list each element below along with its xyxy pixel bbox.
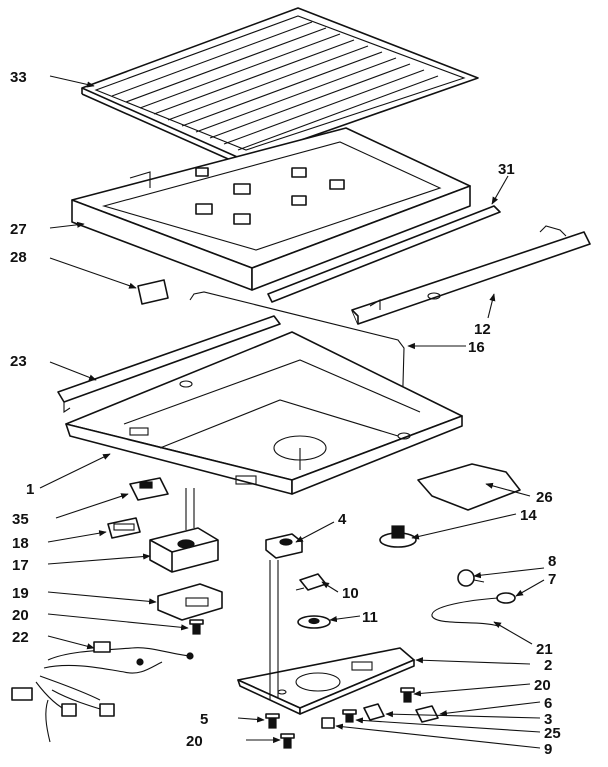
callout-28: 28 bbox=[10, 249, 27, 266]
part-28-block bbox=[137, 279, 169, 305]
callout-19: 19 bbox=[12, 585, 29, 602]
part-17-housing bbox=[149, 488, 219, 573]
callout-33: 33 bbox=[10, 69, 27, 86]
callout-12: 12 bbox=[474, 321, 491, 338]
callout-4: 4 bbox=[338, 511, 347, 528]
part-26-pad bbox=[417, 463, 521, 511]
part-4-bushing bbox=[265, 533, 303, 559]
part-20-screw-a bbox=[189, 619, 204, 635]
part-14-foot bbox=[379, 525, 417, 548]
part-16-tube bbox=[189, 291, 405, 421]
part-18-lens bbox=[107, 517, 141, 539]
part-33-top-grille bbox=[81, 7, 479, 167]
part-27-tray-frame bbox=[71, 127, 471, 291]
callout-26: 26 bbox=[536, 489, 553, 506]
callout-17: 17 bbox=[12, 557, 29, 574]
callout-10: 10 bbox=[342, 585, 359, 602]
callout-3: 3 bbox=[544, 711, 552, 728]
callout-1: 1 bbox=[26, 481, 34, 498]
callout-22: 22 bbox=[12, 629, 29, 646]
callout-35: 35 bbox=[12, 511, 29, 528]
part-2-bottom-cover bbox=[237, 560, 415, 715]
callout-2: 2 bbox=[544, 657, 552, 674]
callout-7: 7 bbox=[548, 571, 556, 588]
callout-18: 18 bbox=[12, 535, 29, 552]
part-5-screw bbox=[265, 713, 280, 729]
part-11-disc bbox=[297, 615, 331, 629]
callout-labels: 33 27 28 23 1 35 18 17 19 20 22 31 12 16… bbox=[10, 69, 561, 758]
callout-31: 31 bbox=[498, 161, 515, 178]
part-31-strip bbox=[267, 205, 501, 303]
callout-20-right: 20 bbox=[534, 677, 551, 694]
part-25-screw bbox=[342, 709, 357, 723]
part-7-socket bbox=[496, 592, 516, 604]
part-1-base-pan bbox=[65, 331, 463, 495]
callout-20-left: 20 bbox=[12, 607, 29, 624]
part-10-switch bbox=[295, 573, 327, 591]
callout-21: 21 bbox=[536, 641, 553, 658]
callout-14: 14 bbox=[520, 507, 537, 524]
part-20-screw-c bbox=[400, 687, 415, 703]
part-20-screw-b bbox=[280, 733, 295, 749]
callout-5: 5 bbox=[200, 711, 208, 728]
callout-20-bottom: 20 bbox=[186, 733, 203, 750]
part-6-clip bbox=[415, 705, 439, 723]
part-22-wire-harness bbox=[11, 641, 194, 743]
callout-23: 23 bbox=[10, 353, 27, 370]
part-9-pad bbox=[321, 717, 335, 729]
callout-11: 11 bbox=[362, 609, 378, 626]
part-8-bulb bbox=[457, 569, 485, 587]
part-23-rail bbox=[57, 315, 281, 414]
part-21-wire bbox=[431, 597, 499, 627]
part-12-bracket bbox=[351, 225, 591, 325]
callout-8: 8 bbox=[548, 553, 556, 570]
part-19-bracket bbox=[157, 583, 223, 621]
callout-9: 9 bbox=[544, 741, 552, 758]
part-35-clip bbox=[129, 477, 169, 501]
callout-6: 6 bbox=[544, 695, 552, 712]
callout-25: 25 bbox=[544, 725, 561, 742]
callout-27: 27 bbox=[10, 221, 27, 238]
callout-16: 16 bbox=[468, 339, 485, 356]
part-3-clip bbox=[363, 703, 385, 721]
leader-lines bbox=[39, 75, 545, 749]
